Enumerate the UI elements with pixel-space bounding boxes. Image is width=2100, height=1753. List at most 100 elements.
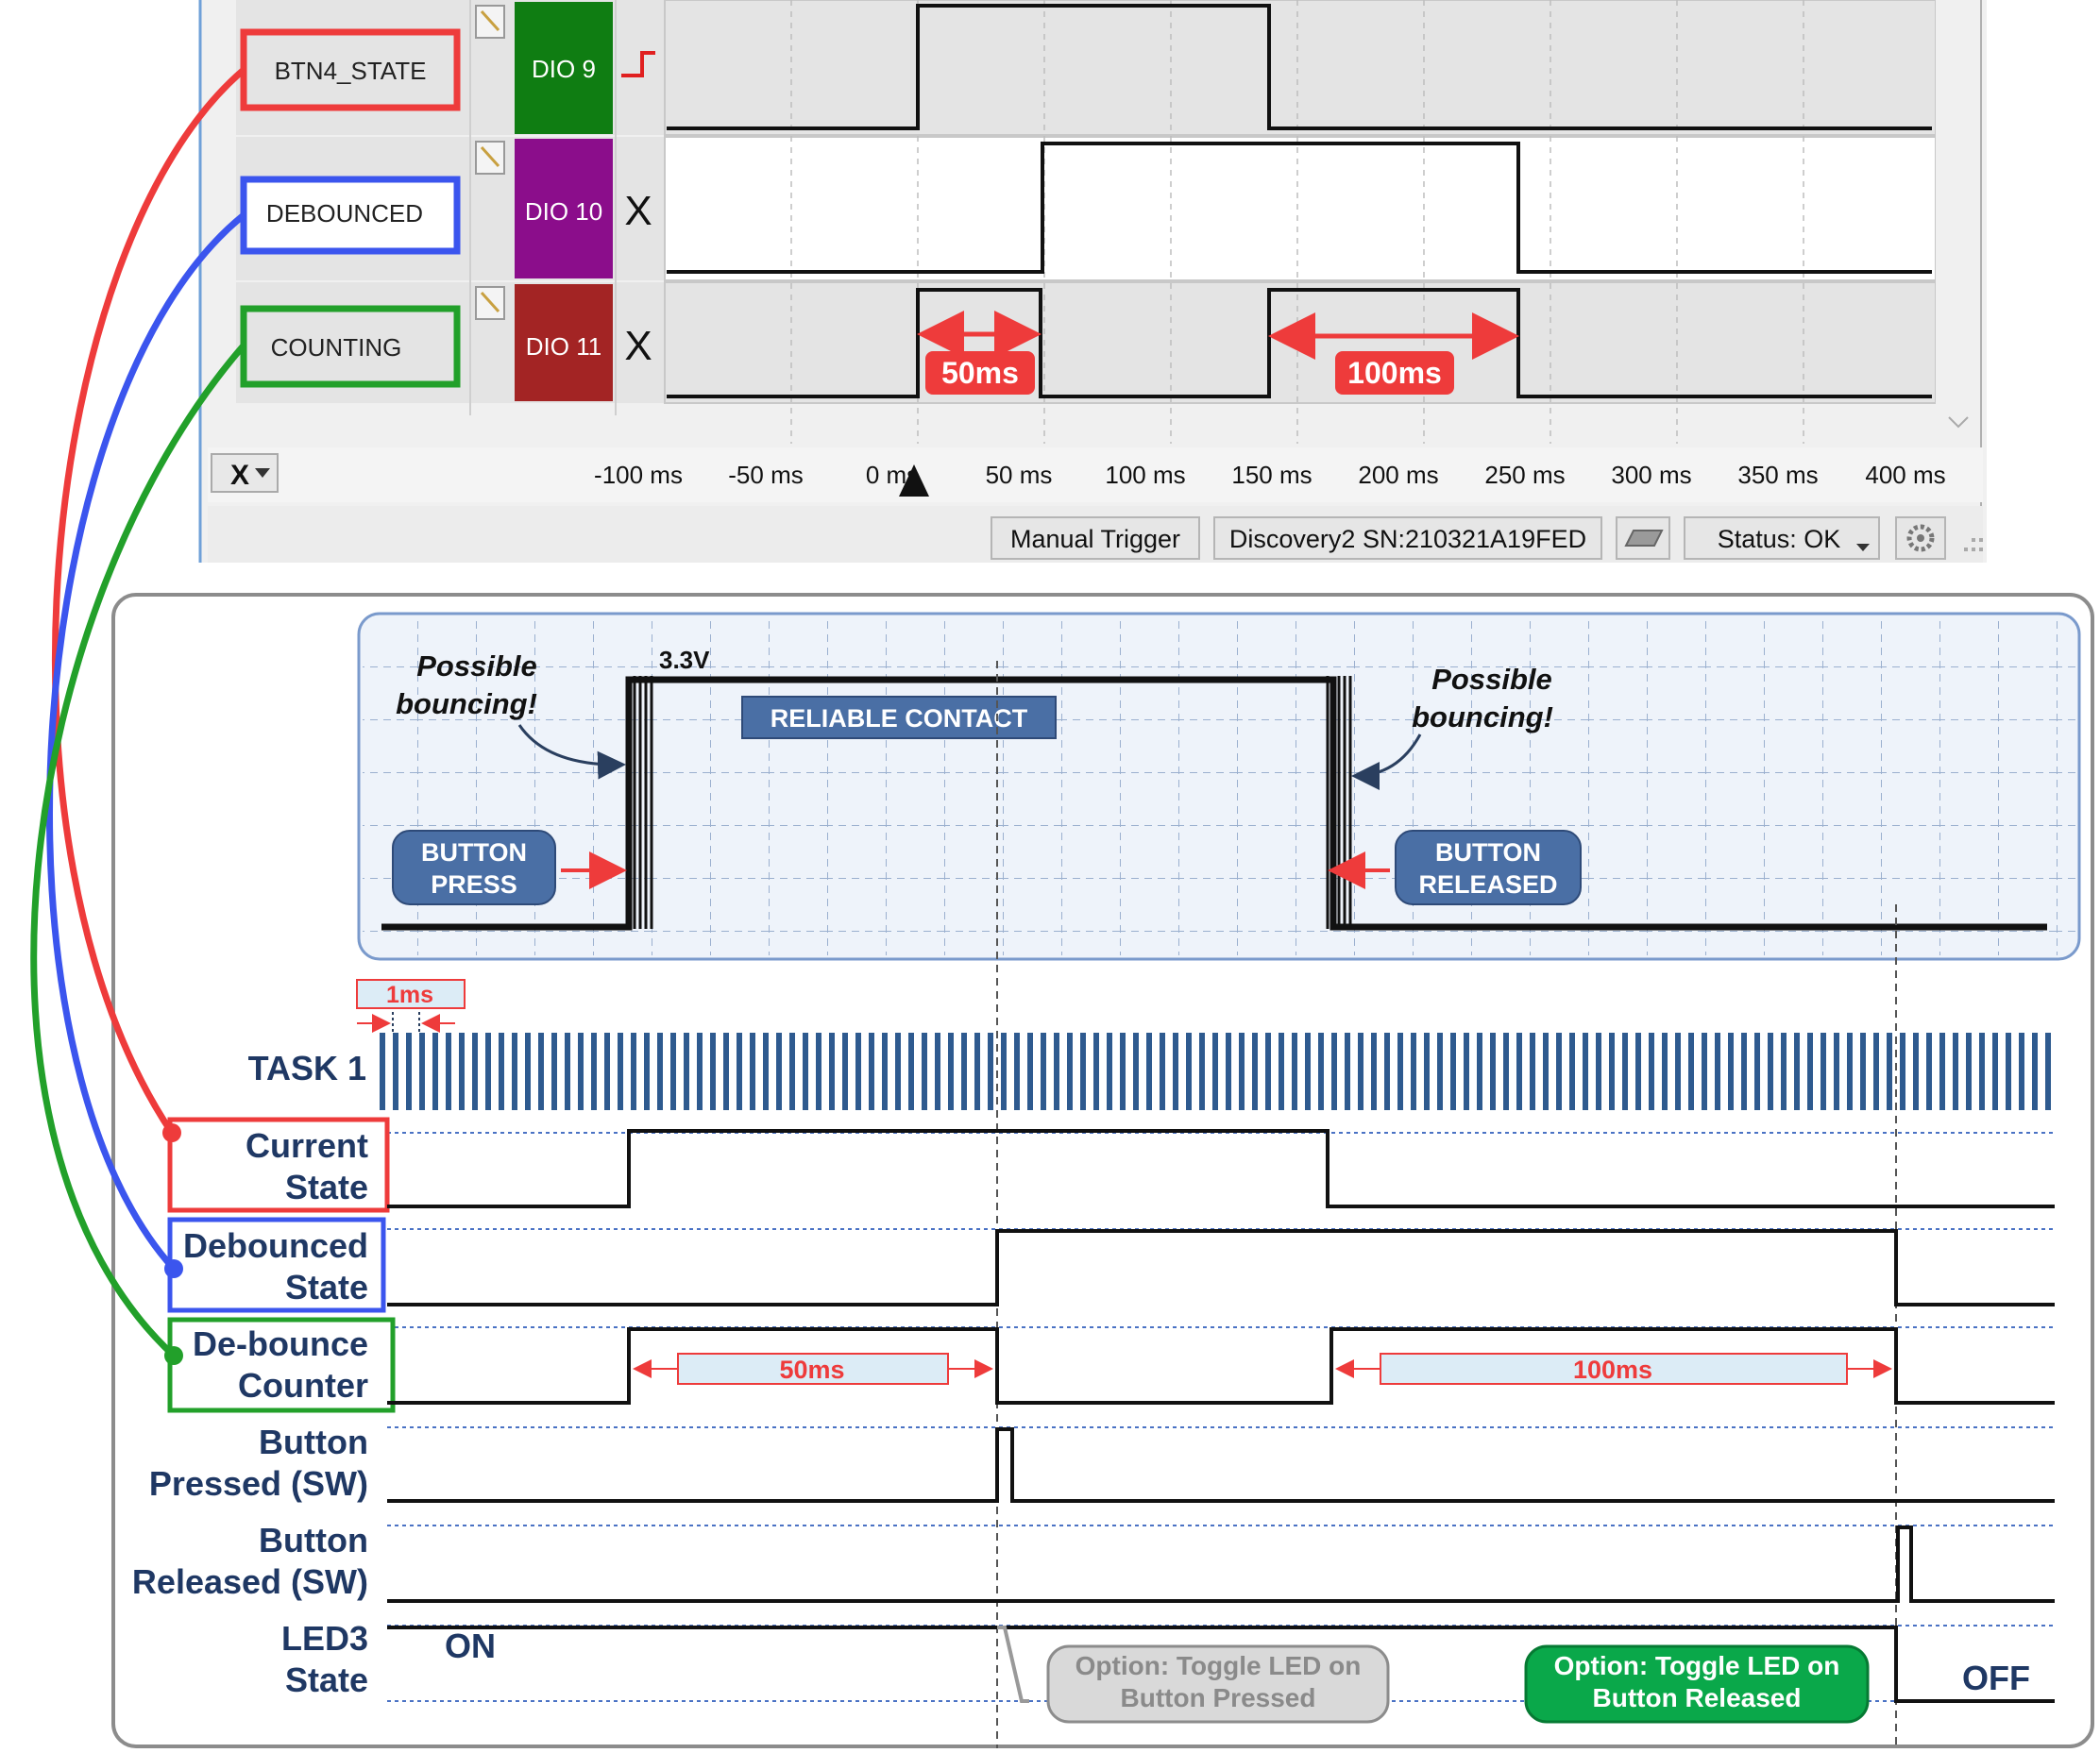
connector-dot-red [162, 1123, 181, 1142]
task-tick [1226, 1033, 1231, 1110]
task-tick [750, 1033, 755, 1110]
svg-text:Button Released: Button Released [1593, 1683, 1802, 1712]
svg-text:De-bounce: De-bounce [193, 1324, 368, 1363]
counter-50ms: 50ms [779, 1356, 844, 1384]
rising-edge-icon [621, 51, 655, 77]
svg-text:BUTTON: BUTTON [421, 838, 527, 867]
channel-name: BTN4_STATE [275, 57, 427, 85]
task-tick [432, 1033, 438, 1110]
connector-blue [46, 212, 246, 1272]
dio-10-label: DIO 10 [525, 197, 602, 226]
channel-row-debounced[interactable]: DIO 10 X [236, 136, 1937, 281]
task-tick [1926, 1033, 1932, 1110]
svg-text:LED3: LED3 [281, 1619, 368, 1658]
tick-label: -100 ms [594, 461, 683, 489]
channel-row-btn4[interactable]: DIO 9 [236, 0, 1937, 136]
btn4-waveform [667, 4, 1932, 130]
time-axis-labels: -100 ms -50 ms 0 ms 50 ms 100 ms 150 ms … [594, 461, 1946, 489]
task-1-label: TASK 1 [248, 1049, 366, 1087]
vertical-scrollbar[interactable] [1936, 0, 1977, 444]
resize-grip-icon[interactable] [1964, 538, 1983, 551]
debounced-waveform [667, 142, 1932, 274]
task-tick [935, 1033, 940, 1110]
led-state-waveform [387, 1626, 2055, 1703]
task-tick [1873, 1033, 1879, 1110]
tick-label: 150 ms [1231, 461, 1312, 489]
task-tick [697, 1033, 703, 1110]
task-tick [499, 1033, 504, 1110]
bounce-note-left: bouncing! [396, 687, 537, 720]
task-tick [1305, 1033, 1311, 1110]
task-tick [1001, 1033, 1007, 1110]
trigger-position-icon[interactable] [899, 464, 929, 497]
row-label-debounced: Debounced State [167, 1217, 386, 1313]
task-tick [1781, 1033, 1787, 1110]
option-toggle-pressed: Option: Toggle LED on Button Pressed [1046, 1644, 1390, 1724]
svg-text:RELEASED: RELEASED [1418, 870, 1557, 899]
task-tick [1397, 1033, 1403, 1110]
svg-text:Option: Toggle LED on: Option: Toggle LED on [1075, 1651, 1362, 1680]
task-tick [1609, 1033, 1615, 1110]
debounced-state-waveform [387, 1229, 2055, 1306]
bounce-illustration: 3.3V Possible bouncing! Possible bouncin… [357, 612, 2081, 961]
device-selector[interactable] [1213, 516, 1602, 560]
tick-label: 300 ms [1611, 461, 1691, 489]
counter-annotations: 50ms 100ms [633, 1353, 1892, 1385]
svg-text:BUTTON: BUTTON [1435, 838, 1541, 867]
channel-name: COUNTING [271, 333, 402, 362]
svg-text:Discovery2 SN:210321A19FED: Discovery2 SN:210321A19FED [1229, 525, 1586, 553]
task-tick [855, 1033, 861, 1110]
bounce-signal [381, 676, 2047, 931]
task-tick [485, 1033, 491, 1110]
task-tick [657, 1033, 663, 1110]
task-tick [1292, 1033, 1297, 1110]
logic-analyzer-panel: DIO 9 DIO 10 X DIO 11 X [198, 0, 1987, 563]
led-on-label: ON [445, 1627, 496, 1665]
gear-icon [1906, 524, 1935, 552]
task-tick [512, 1033, 517, 1110]
dio-11-label: DIO 11 [526, 332, 601, 361]
button-press-badge [392, 830, 556, 905]
channel-label-btn4[interactable]: BTN4_STATE [240, 28, 461, 111]
task-tick [1913, 1033, 1919, 1110]
task-tick [644, 1033, 650, 1110]
task-tick [1715, 1033, 1720, 1110]
voltage-label: 3.3V [659, 646, 710, 674]
bounce-lines-left [633, 676, 653, 929]
row-label-pressed: Button Pressed (SW) [149, 1423, 368, 1503]
task-tick [419, 1033, 425, 1110]
task-tick [1186, 1033, 1192, 1110]
annotation-50ms [925, 351, 1035, 395]
manual-trigger-button[interactable] [991, 516, 1200, 560]
status-dropdown[interactable] [1684, 516, 1880, 560]
task-tick [1067, 1033, 1073, 1110]
task-tick [1569, 1033, 1575, 1110]
tick-label: -50 ms [728, 461, 803, 489]
task-tick [842, 1033, 848, 1110]
chevron-down-icon[interactable] [1948, 416, 1969, 429]
current-state-waveform [387, 1129, 2055, 1208]
task-tick [1662, 1033, 1668, 1110]
connector-green [30, 343, 246, 1358]
task-tick [1411, 1033, 1416, 1110]
task-tick [988, 1033, 993, 1110]
task-tick [961, 1033, 967, 1110]
task-tick [1477, 1033, 1482, 1110]
task-tick [1424, 1033, 1430, 1110]
task-tick [1966, 1033, 1972, 1110]
task-tick [1490, 1033, 1496, 1110]
task-tick [1688, 1033, 1694, 1110]
task-tick [1516, 1033, 1522, 1110]
channel-label-debounced[interactable]: DEBOUNCED [240, 176, 461, 255]
task-tick [1635, 1033, 1641, 1110]
channel-label-counting[interactable]: COUNTING [240, 305, 461, 388]
x-dropdown-button[interactable] [211, 453, 279, 493]
task-tick [1583, 1033, 1588, 1110]
task-tick [631, 1033, 636, 1110]
channel-row-counting[interactable]: DIO 11 X [236, 281, 1937, 404]
pencil-icon[interactable] [475, 286, 505, 320]
task-tick [948, 1033, 954, 1110]
connector-dot-blue [164, 1259, 183, 1278]
task-tick [2032, 1033, 2038, 1110]
task-tick [1265, 1033, 1271, 1110]
